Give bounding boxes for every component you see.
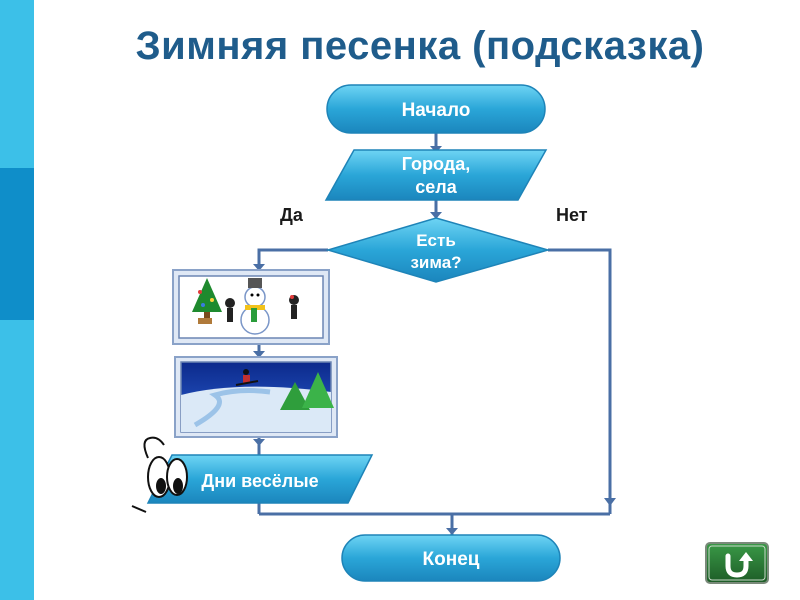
- return-arrow-icon: [725, 552, 753, 578]
- start-label: Начало: [402, 100, 471, 121]
- sidebar-middle-band: [0, 168, 34, 320]
- arrow-head-icon: [253, 439, 265, 446]
- figure-icon: [289, 295, 299, 319]
- snowman-icon: [240, 278, 270, 335]
- decision-label-line1: Есть: [416, 231, 456, 250]
- connector-no: [548, 248, 612, 514]
- arrow-head-icon: [446, 528, 458, 535]
- christmas-tree-icon: [192, 278, 222, 312]
- winter-landscape-picture: [174, 356, 338, 438]
- input-label-line1: Города,: [402, 154, 471, 174]
- arrow-heads: [253, 146, 616, 535]
- process-parallelogram: Дни весёлые: [146, 454, 374, 504]
- connector-yes: [257, 248, 328, 272]
- input-label-line2: села: [415, 177, 457, 197]
- figure-icon: [225, 298, 235, 322]
- decision-diamond: Есть зима?: [325, 217, 551, 283]
- snowman-picture: [172, 269, 330, 345]
- sidebar-bottom-band: [0, 320, 34, 600]
- end-label: Конец: [423, 549, 480, 570]
- cartoon-eyes-icon: [131, 436, 188, 513]
- tree-icon: [280, 382, 310, 410]
- no-label: Нет: [556, 205, 588, 225]
- dog-icon: [198, 318, 212, 324]
- start-terminator: Начало: [326, 84, 546, 134]
- return-nav-button[interactable]: [705, 542, 769, 584]
- sidebar-top-band: [0, 0, 34, 168]
- arrow-head-icon: [430, 212, 442, 219]
- skier-icon: [235, 369, 259, 386]
- arrow-head-icon: [604, 498, 616, 506]
- arrow-head-icon: [253, 351, 265, 358]
- yes-label: Да: [280, 205, 304, 225]
- slide-title: Зимняя песенка (подсказка): [135, 24, 705, 68]
- decision-label-line2: зима?: [410, 253, 461, 272]
- input-parallelogram: Города, села: [324, 149, 548, 201]
- tree-icon: [302, 372, 334, 408]
- end-terminator: Конец: [341, 534, 561, 582]
- process-label: Дни весёлые: [201, 471, 318, 491]
- sidebar-stripe: [0, 0, 34, 600]
- arrow-head-icon: [253, 264, 265, 271]
